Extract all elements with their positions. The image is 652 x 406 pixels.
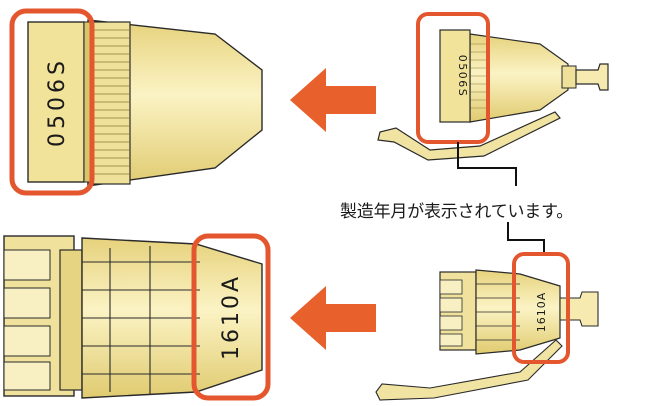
top-small-connector: 0506S bbox=[377, 12, 609, 161]
top-zoom-code: 0506S bbox=[45, 57, 70, 147]
top-small-highlight bbox=[416, 12, 490, 144]
top-zoom-connector: 0506S bbox=[9, 8, 263, 196]
leader-line bbox=[457, 142, 517, 186]
bottom-zoom-highlight bbox=[191, 233, 271, 401]
manufacture-date-caption: 製造年月が表示されています。 bbox=[340, 202, 573, 222]
left-arrow-icon bbox=[290, 286, 376, 350]
top-zoom-highlight bbox=[9, 8, 95, 196]
bottom-small-connector: 1610A bbox=[375, 252, 599, 401]
bottom-small-code: 1610A bbox=[535, 292, 548, 333]
leader-line-lower bbox=[507, 222, 545, 256]
bottom-zoom-code: 1610A bbox=[219, 274, 244, 360]
top-small-code: 0506S bbox=[456, 55, 469, 97]
bottom-zoom-connector: 1610A bbox=[3, 233, 271, 401]
left-arrow-icon bbox=[290, 68, 376, 132]
bottom-small-highlight bbox=[512, 252, 570, 364]
